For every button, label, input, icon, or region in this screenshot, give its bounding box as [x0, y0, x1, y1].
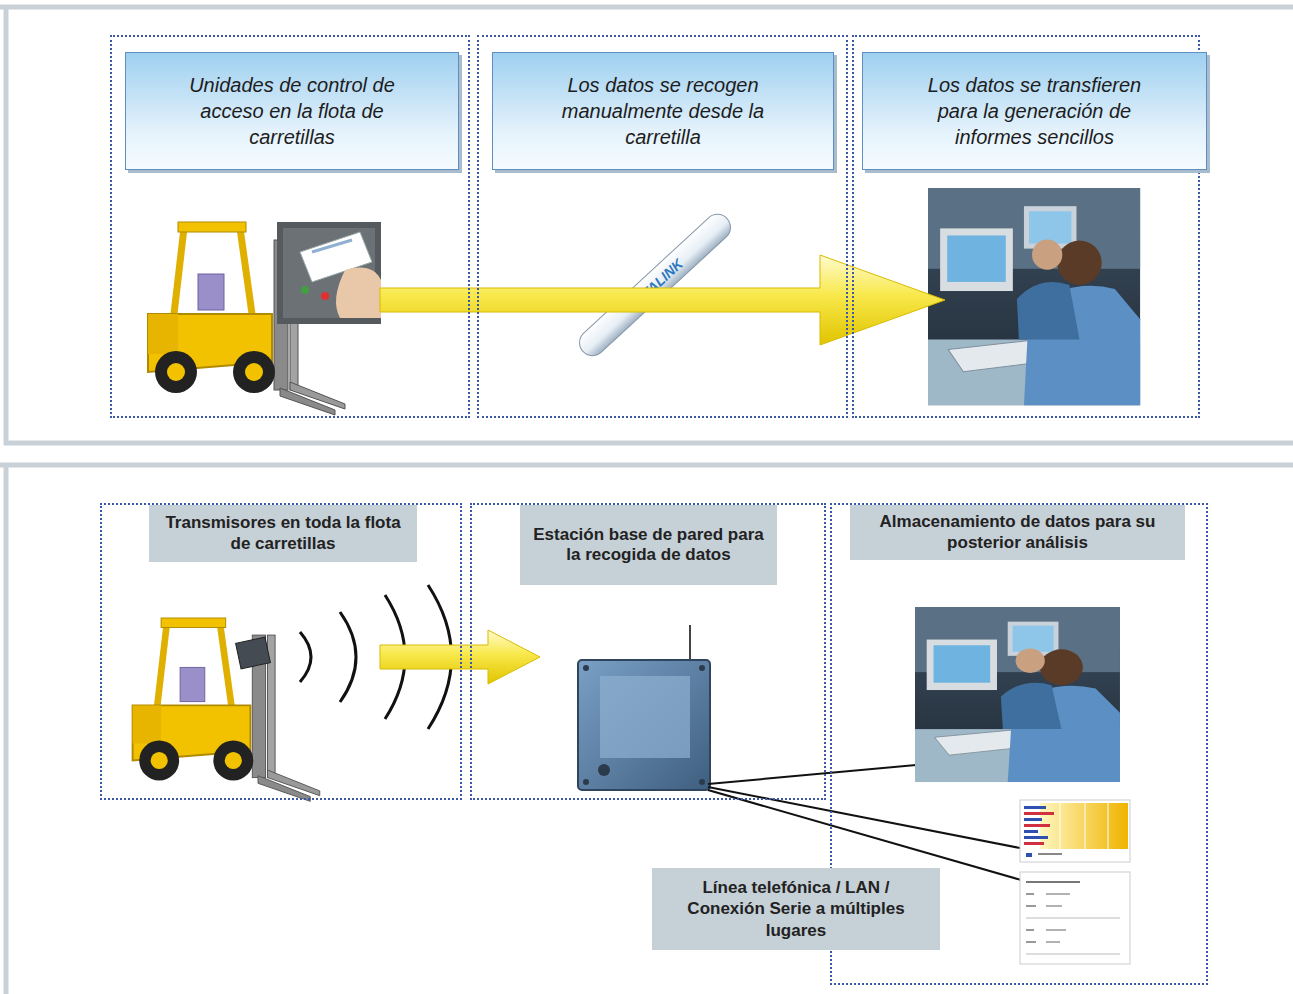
stage-title: Unidades de control de acceso en la flot… [176, 72, 408, 150]
illustration-shape [340, 612, 356, 702]
stage-header: Unidades de control de acceso en la flot… [125, 52, 459, 170]
illustration-shape [1024, 806, 1046, 809]
illustration-shape [1020, 800, 1130, 862]
illustration-shape [4, 441, 1293, 446]
flow-arrow [380, 630, 540, 684]
illustration-shape [236, 637, 271, 669]
illustration-shape [1024, 812, 1054, 815]
illustration-shape [0, 463, 1293, 468]
illustration-shape [1024, 830, 1038, 833]
stage-region: Transmisores en toda la flota de carreti… [100, 503, 462, 800]
stage-region: Estación base de pared para la recogida … [470, 503, 826, 800]
illustration-shape [1020, 800, 1130, 862]
illustration-shape [0, 5, 1293, 10]
illustration-shape [1038, 853, 1062, 855]
illustration-shape [598, 764, 610, 776]
stage-header: Estación base de pared para la recogida … [520, 505, 777, 585]
illustration-shape [1020, 872, 1130, 964]
stage-header: Los datos se recogen manualmente desde l… [492, 52, 834, 170]
stage-header: Transmisores en toda la flota de carreti… [149, 505, 417, 562]
stage-header: Almacenamiento de datos para su posterio… [850, 505, 1185, 560]
illustration-shape [321, 292, 329, 300]
illustration-shape [1046, 905, 1062, 907]
illustration-shape [915, 607, 1120, 782]
illustration-shape [708, 787, 1020, 848]
stage-title: Los datos se recogen manualmente desde l… [547, 72, 779, 150]
illustration-shape [277, 222, 381, 324]
illustration-shape [1046, 929, 1066, 931]
illustration-shape [1020, 872, 1130, 964]
label-box: Línea telefónica / LAN / Conexión Serie … [652, 868, 940, 950]
stage-title: Estación base de pared para la recogida … [530, 525, 767, 566]
illustration-shape [133, 618, 320, 801]
illustration-shape [1026, 941, 1036, 943]
illustration-shape [1085, 803, 1086, 849]
stage-title: Almacenamiento de datos para su posterio… [860, 512, 1175, 553]
illustration-shape [4, 7, 9, 445]
illustration-shape [1108, 803, 1109, 849]
illustration-shape [574, 209, 736, 361]
illustration-shape [600, 676, 690, 758]
illustration-shape [1024, 842, 1044, 845]
illustration-shape [1026, 853, 1032, 857]
illustration-shape [1024, 836, 1048, 839]
illustration-shape [708, 765, 916, 784]
illustration-shape [277, 222, 381, 324]
illustration-shape [1024, 818, 1042, 821]
illustration-shape [583, 779, 589, 785]
illustration-shape [1060, 803, 1061, 849]
connection-label: Línea telefónica / LAN / Conexión Serie … [664, 877, 928, 941]
flow-arrow [380, 255, 945, 345]
illustration-shape [1026, 905, 1036, 907]
illustration-shape [583, 665, 589, 671]
illustration-shape [300, 632, 311, 682]
illustration-shape [928, 188, 1140, 405]
illustration-shape [578, 660, 710, 790]
illustration-shape [1024, 824, 1050, 827]
stage-region: Los datos se transfieren para la generac… [852, 35, 1200, 418]
illustration-shape [1026, 954, 1120, 955]
illustration-shape [689, 625, 691, 662]
illustration-shape [708, 790, 1021, 880]
illustration-shape [1040, 803, 1128, 849]
stage-title: Los datos se transfieren para la generac… [919, 72, 1151, 150]
illustration-shape [699, 779, 705, 785]
illustration-shape [699, 665, 705, 671]
stage-region: Los datos se recogen manualmente desde l… [477, 35, 848, 418]
illustration-shape [4, 465, 9, 994]
illustration-shape [1026, 918, 1120, 919]
illustration-shape [1046, 893, 1070, 895]
stage-title: Transmisores en toda la flota de carreti… [159, 513, 407, 554]
stage-header: Los datos se transfieren para la generac… [862, 52, 1207, 170]
stage-region: Unidades de control de acceso en la flot… [110, 35, 470, 418]
illustration-shape: DATALINK [574, 209, 736, 361]
illustration-shape [1026, 893, 1034, 895]
illustration-shape [1026, 881, 1080, 883]
illustration-shape [1046, 941, 1060, 943]
illustration-shape [1026, 929, 1034, 931]
illustration-shape [301, 286, 309, 294]
illustration-shape [336, 268, 381, 318]
illustration-shape [312, 240, 352, 252]
